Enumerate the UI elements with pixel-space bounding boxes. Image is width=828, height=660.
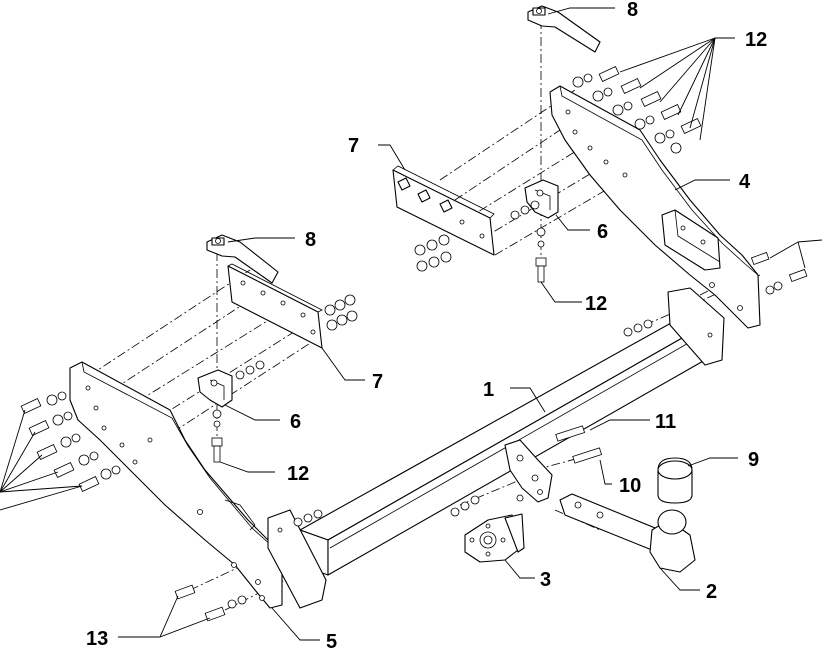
callout-6-left: 6	[290, 411, 301, 433]
bracket-right	[524, 179, 559, 283]
plate-right	[392, 165, 495, 256]
callout-10: 10	[619, 475, 641, 497]
callout-12-right: 12	[585, 293, 607, 315]
strap-left	[206, 234, 279, 284]
plate-left	[227, 263, 323, 349]
bracket-left	[197, 369, 233, 463]
callout-13: 13	[86, 628, 108, 650]
callout-2: 2	[706, 581, 717, 603]
callout-7-right: 7	[348, 135, 359, 157]
socket-plate	[464, 513, 525, 563]
callouts: 8 12 7 4 6 8 12 7 1 6 11 9 12 10 3 2 13 …	[86, 0, 767, 653]
callout-8-left: 8	[305, 229, 316, 251]
callout-7-left: 7	[372, 371, 383, 393]
callout-9: 9	[748, 449, 759, 471]
fasteners	[20, 66, 808, 622]
callout-8-right: 8	[627, 0, 638, 21]
callout-6-right: 6	[597, 221, 608, 243]
ball-cap	[657, 457, 693, 504]
side-plate-right	[549, 85, 761, 329]
callout-12-left: 12	[287, 463, 309, 485]
strap-right	[527, 5, 601, 53]
cross-beam	[267, 287, 725, 609]
leader-lines	[0, 7, 823, 641]
callout-11: 11	[655, 411, 676, 433]
side-plate-left	[69, 361, 283, 609]
callout-3: 3	[540, 569, 551, 591]
callout-5: 5	[326, 631, 337, 653]
callout-1: 1	[483, 379, 494, 401]
callout-4: 4	[739, 171, 751, 193]
callout-12-top: 12	[745, 29, 767, 51]
ball-mount	[559, 493, 696, 573]
